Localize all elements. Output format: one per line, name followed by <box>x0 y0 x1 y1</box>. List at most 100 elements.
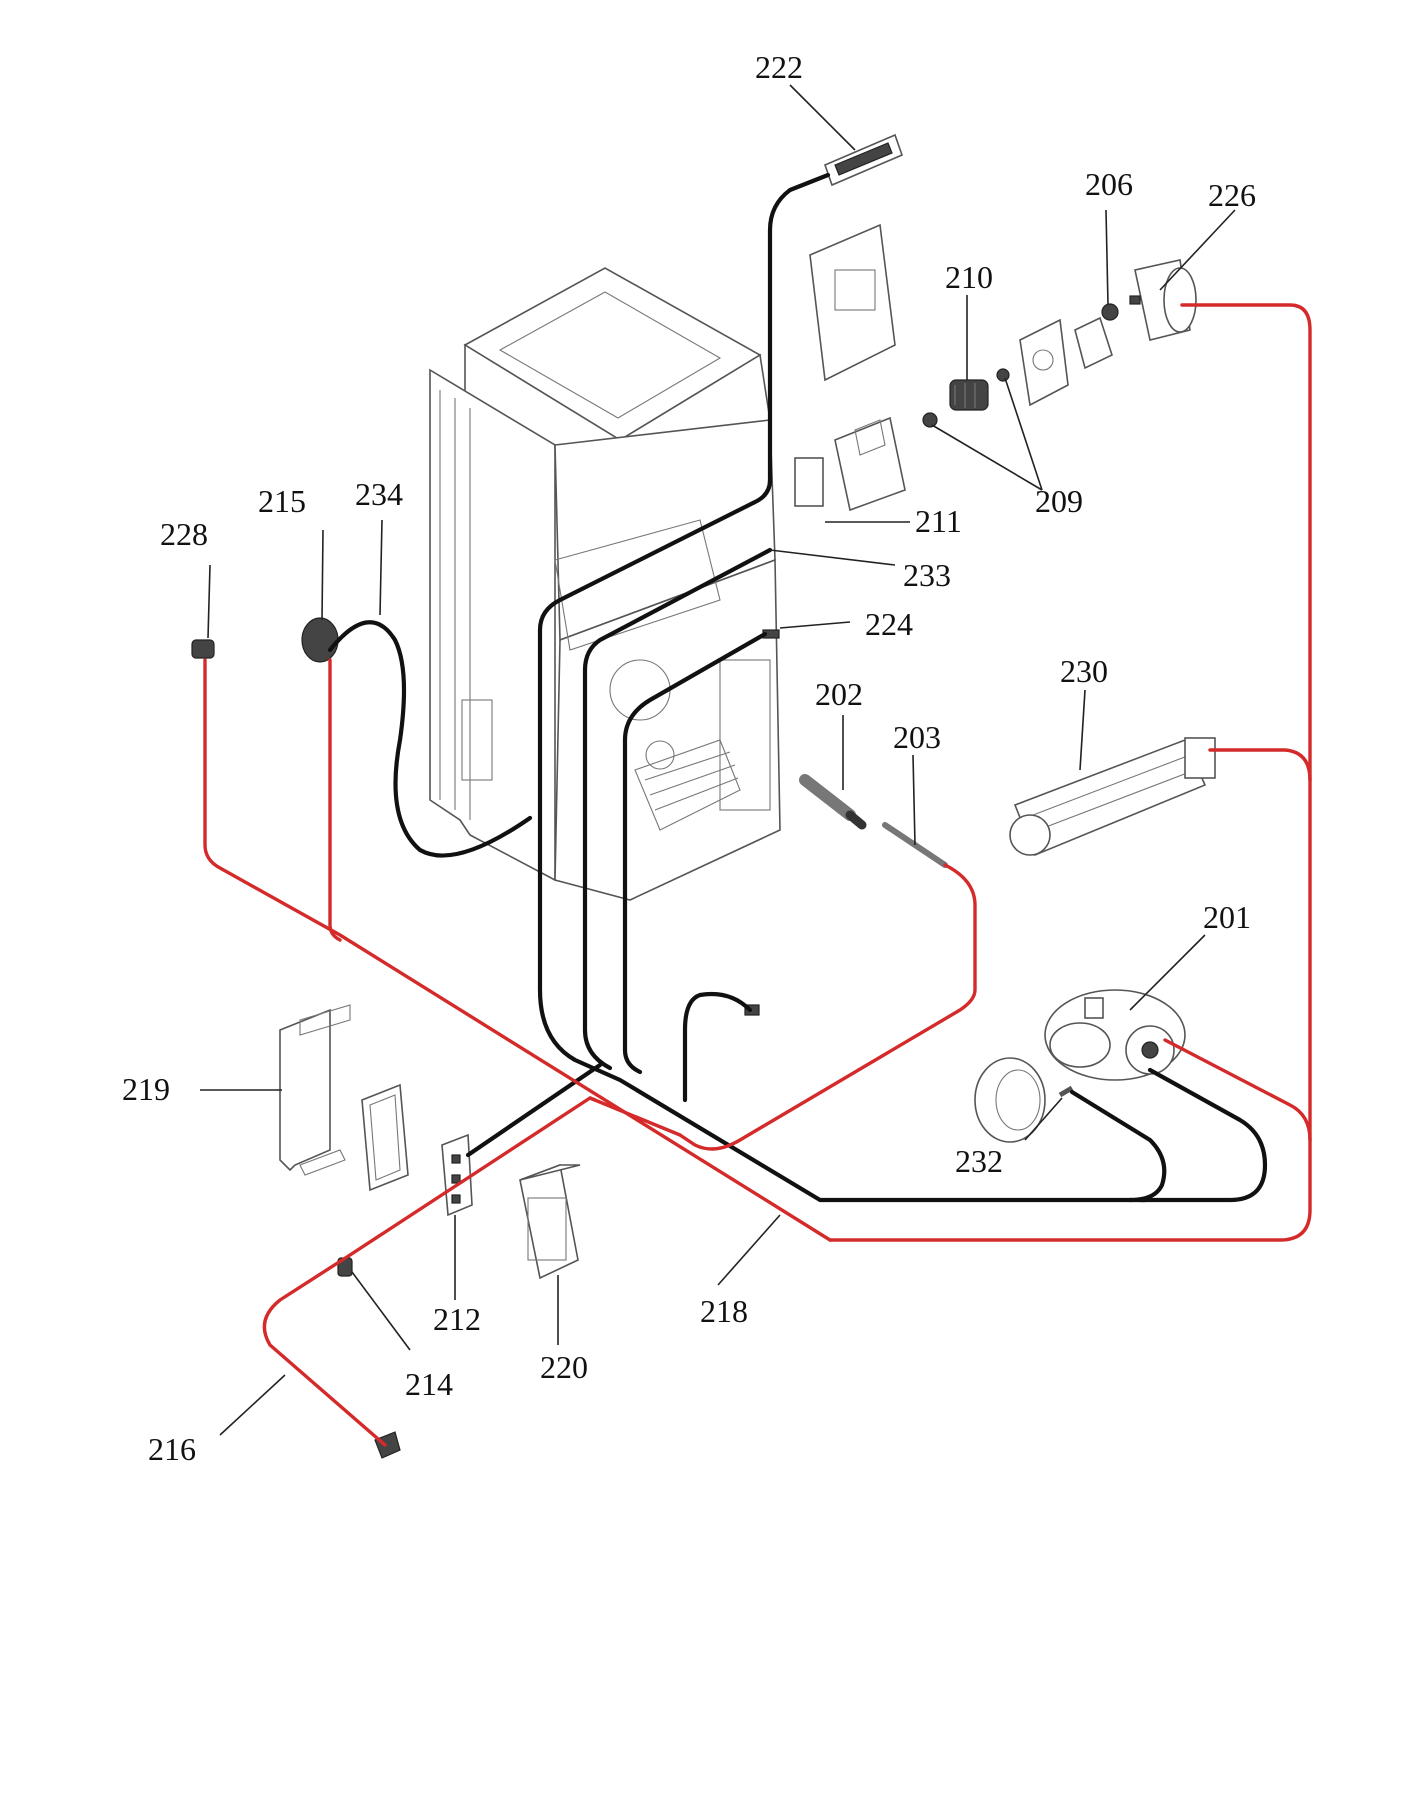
part-212-screw-1 <box>451 1154 461 1164</box>
wire-222-display <box>537 172 1148 1203</box>
back-panel-bracket <box>809 223 906 512</box>
part-filter-disc <box>974 1057 1046 1143</box>
part-219-flange <box>299 1004 351 1036</box>
grate-line-1 <box>644 751 731 781</box>
label-224: 224 <box>865 606 913 642</box>
part-230-motor <box>1184 737 1216 779</box>
part-201-hub <box>1141 1041 1159 1059</box>
back-bracket-plate <box>809 223 896 382</box>
part-flange-plate <box>1019 318 1069 407</box>
leader-206 <box>1105 209 1109 306</box>
part-201-outlet <box>1049 1022 1111 1068</box>
label-232: 232 <box>955 1143 1003 1179</box>
part-206-screw <box>1101 303 1119 321</box>
stove-small-opening <box>645 740 675 770</box>
label-215: 215 <box>258 483 306 519</box>
label-218: 218 <box>700 1293 748 1329</box>
wire-212-terminal <box>465 1062 603 1158</box>
part-219-bracket <box>279 1004 351 1176</box>
wire-main-junction <box>588 1096 682 1137</box>
stove-left-bracket <box>461 699 493 781</box>
leader-234 <box>379 519 383 616</box>
part-220-panel <box>527 1197 567 1261</box>
part-230-end-cap <box>1009 814 1051 856</box>
part-210-body <box>949 379 989 411</box>
wire-201-blower <box>1137 1067 1268 1203</box>
leader-222 <box>789 84 856 151</box>
label-211: 211 <box>915 503 962 539</box>
wire-224 <box>622 631 768 1075</box>
part-210-assembly <box>949 379 989 411</box>
label-206: 206 <box>1085 166 1133 202</box>
part-220-control-box <box>519 1163 581 1280</box>
label-212: 212 <box>433 1301 481 1337</box>
part-flange-hole <box>1032 349 1054 371</box>
stove-baffle <box>554 519 721 651</box>
part-201-blower <box>1044 989 1186 1081</box>
wire-233 <box>582 547 773 1071</box>
part-226-motor-can <box>1163 267 1197 333</box>
wire-234-pressure <box>327 620 533 858</box>
part-215-switch <box>301 617 339 663</box>
leader-232 <box>1024 1097 1063 1141</box>
part-coupler <box>1074 316 1113 370</box>
part-202-igniter <box>799 774 867 830</box>
leader-209-b <box>1004 377 1043 491</box>
stove-grate <box>634 739 741 831</box>
part-230-fan <box>1009 737 1216 857</box>
label-233: 233 <box>903 557 951 593</box>
label-222: 222 <box>755 49 803 85</box>
leader-218 <box>717 1214 781 1286</box>
part-202-body <box>799 774 856 821</box>
label-214: 214 <box>405 1366 453 1402</box>
back-bracket-lower <box>834 416 906 512</box>
back-bracket-window <box>834 269 876 311</box>
stove-left-side <box>429 368 556 882</box>
wire-215-switch <box>328 658 342 942</box>
part-216-plug <box>374 1431 401 1459</box>
leader-209-a <box>931 424 1043 491</box>
part-209-nut-a <box>922 412 938 428</box>
part-228-thermostat <box>191 639 215 659</box>
part-202-tip <box>845 810 867 830</box>
part-220-front <box>519 1163 579 1280</box>
part-212-screw-3 <box>451 1194 461 1204</box>
part-212-screw-2 <box>451 1174 461 1184</box>
leader-lines <box>200 84 1236 1436</box>
leader-230 <box>1079 689 1086 771</box>
part-222-screen <box>834 142 893 176</box>
red-wires <box>203 303 1312 1447</box>
leader-233 <box>769 549 896 566</box>
label-203: 203 <box>893 719 941 755</box>
leader-228 <box>207 564 211 639</box>
part-201-bracket <box>1084 997 1104 1019</box>
wire-228-thermostat <box>203 658 832 1242</box>
part-labels: 222 226 206 210 209 211 233 224 230 202 … <box>122 49 1256 1467</box>
label-226: 226 <box>1208 177 1256 213</box>
label-230: 230 <box>1060 653 1108 689</box>
part-209-nut-b <box>996 368 1010 382</box>
leader-216 <box>219 1374 286 1436</box>
part-230-rib-1 <box>1019 754 1191 821</box>
leader-224 <box>779 621 851 629</box>
stove-right-column <box>719 659 771 811</box>
leader-203 <box>912 754 916 846</box>
label-219: 219 <box>122 1071 170 1107</box>
wire-harness-plug <box>682 991 753 1103</box>
label-216: 216 <box>148 1431 196 1467</box>
part-board-frame <box>361 1083 409 1192</box>
part-222-display <box>823 133 904 187</box>
leader-215 <box>321 529 324 621</box>
wire-203-probe <box>678 863 977 1151</box>
leader-201 <box>1129 934 1206 1011</box>
black-wires <box>327 172 1268 1203</box>
wire-201-blower-red <box>1163 1038 1312 1142</box>
label-228: 228 <box>160 516 208 552</box>
wire-230-fan <box>1208 748 1312 782</box>
label-220: 220 <box>540 1349 588 1385</box>
label-234: 234 <box>355 476 403 512</box>
leader-226 <box>1159 209 1236 291</box>
grate-line-3 <box>654 777 739 811</box>
part-232-probe <box>1058 1085 1074 1098</box>
